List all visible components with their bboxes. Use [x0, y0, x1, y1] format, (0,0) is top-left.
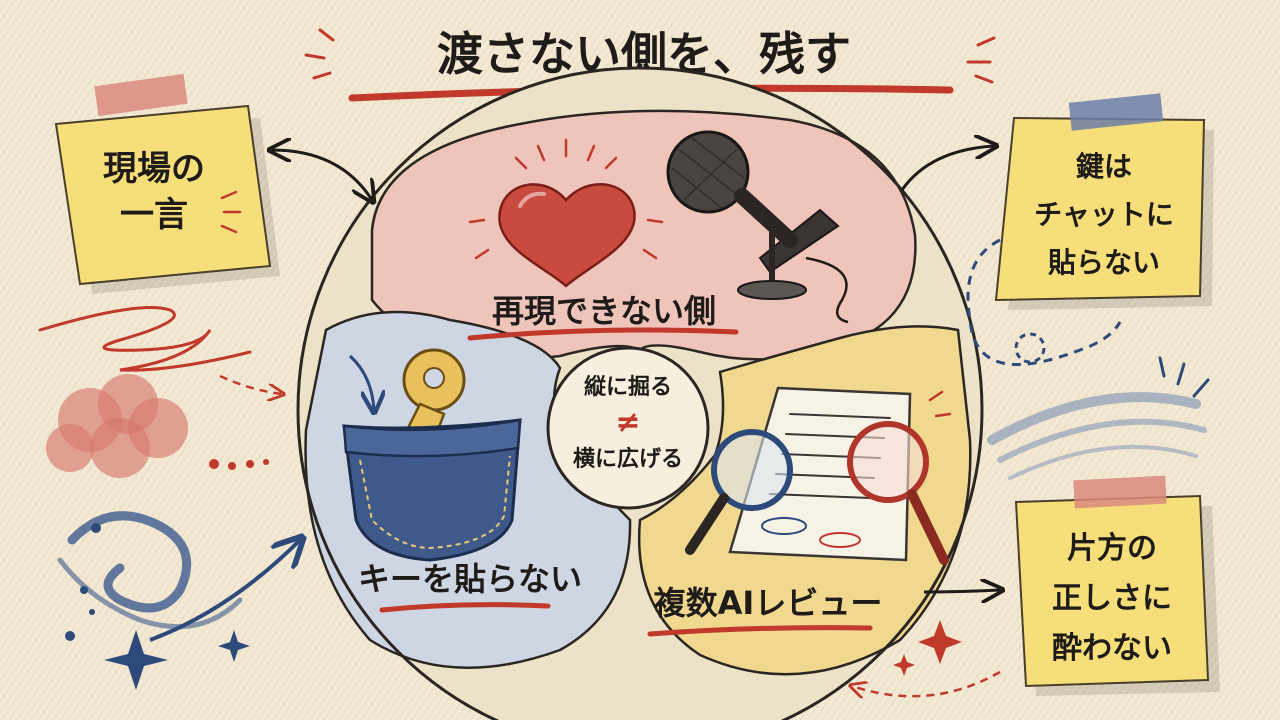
dashed-arrow-red-left	[219, 374, 282, 394]
core-line-1: 縦に掘る	[584, 375, 672, 400]
right-swoosh-decoration	[987, 392, 1207, 480]
note-bottom-right-line-2: 正しさに	[1052, 581, 1172, 616]
magnifier-red-icon	[847, 421, 949, 565]
note-top-left-line-2: 一言	[120, 195, 188, 235]
dashed-arrow-red-bottom	[852, 670, 1001, 696]
top-label-underline	[467, 327, 739, 341]
tape-blue	[1068, 93, 1164, 131]
title-spark-right-icon	[966, 36, 996, 84]
core-line-2: 横に広げる	[573, 446, 683, 472]
arrow-to-bottom-right-note	[923, 590, 1000, 592]
magnifier-blue-icon	[685, 429, 793, 555]
note-bottom-right-line-1: 片方の	[1067, 531, 1157, 566]
arrow-note-to-circle	[272, 150, 372, 200]
note-top-left-line-1: 現場の	[103, 149, 205, 189]
heart-icon	[468, 138, 664, 288]
left-region-label: キーを貼らない	[358, 560, 582, 598]
core-circle: 縦に掘る ≠ 横に広げる	[546, 346, 710, 510]
tape-red-2	[1073, 475, 1167, 509]
title-spark-left-icon	[304, 28, 335, 80]
blue-swirl-decoration	[57, 511, 243, 630]
sparkle-icon	[893, 620, 962, 676]
dashed-circle-blue	[1014, 332, 1046, 364]
core-not-equal-symbol: ≠	[615, 405, 640, 440]
right-tick-marks	[1158, 356, 1210, 398]
note-top-right-line-2: チャットに	[1034, 198, 1174, 231]
note-top-right-line-1: 鍵は	[1076, 150, 1132, 183]
right-region-label: 複数AIレビュー	[654, 584, 883, 622]
right-label-underline	[647, 625, 873, 637]
blue-dots	[65, 523, 101, 641]
left-label-underline	[379, 602, 551, 613]
note-bottom-right-line-3: 酔わない	[1052, 631, 1172, 666]
note-top-left: 現場の 一言	[54, 73, 280, 294]
blue-arrow-to-circle	[149, 540, 300, 642]
review-spark-icon	[928, 390, 952, 418]
red-cloud-decoration	[46, 374, 188, 478]
note-top-right-line-3: 貼らない	[1048, 246, 1160, 279]
key-arrow	[348, 354, 374, 410]
note-top-right: 鍵は チャットに 貼らない	[994, 93, 1214, 310]
top-region-label: 再現できない側	[492, 292, 716, 330]
red-dots	[209, 459, 269, 470]
microphone-icon	[666, 130, 849, 324]
pocket-icon	[342, 418, 522, 562]
red-scribble	[38, 306, 252, 372]
tape-red	[94, 73, 188, 117]
arrow-to-top-right-note	[900, 146, 994, 191]
note-bottom-right: 片方の 正しさに 酔わない	[1014, 475, 1220, 696]
star-icon	[104, 630, 250, 690]
